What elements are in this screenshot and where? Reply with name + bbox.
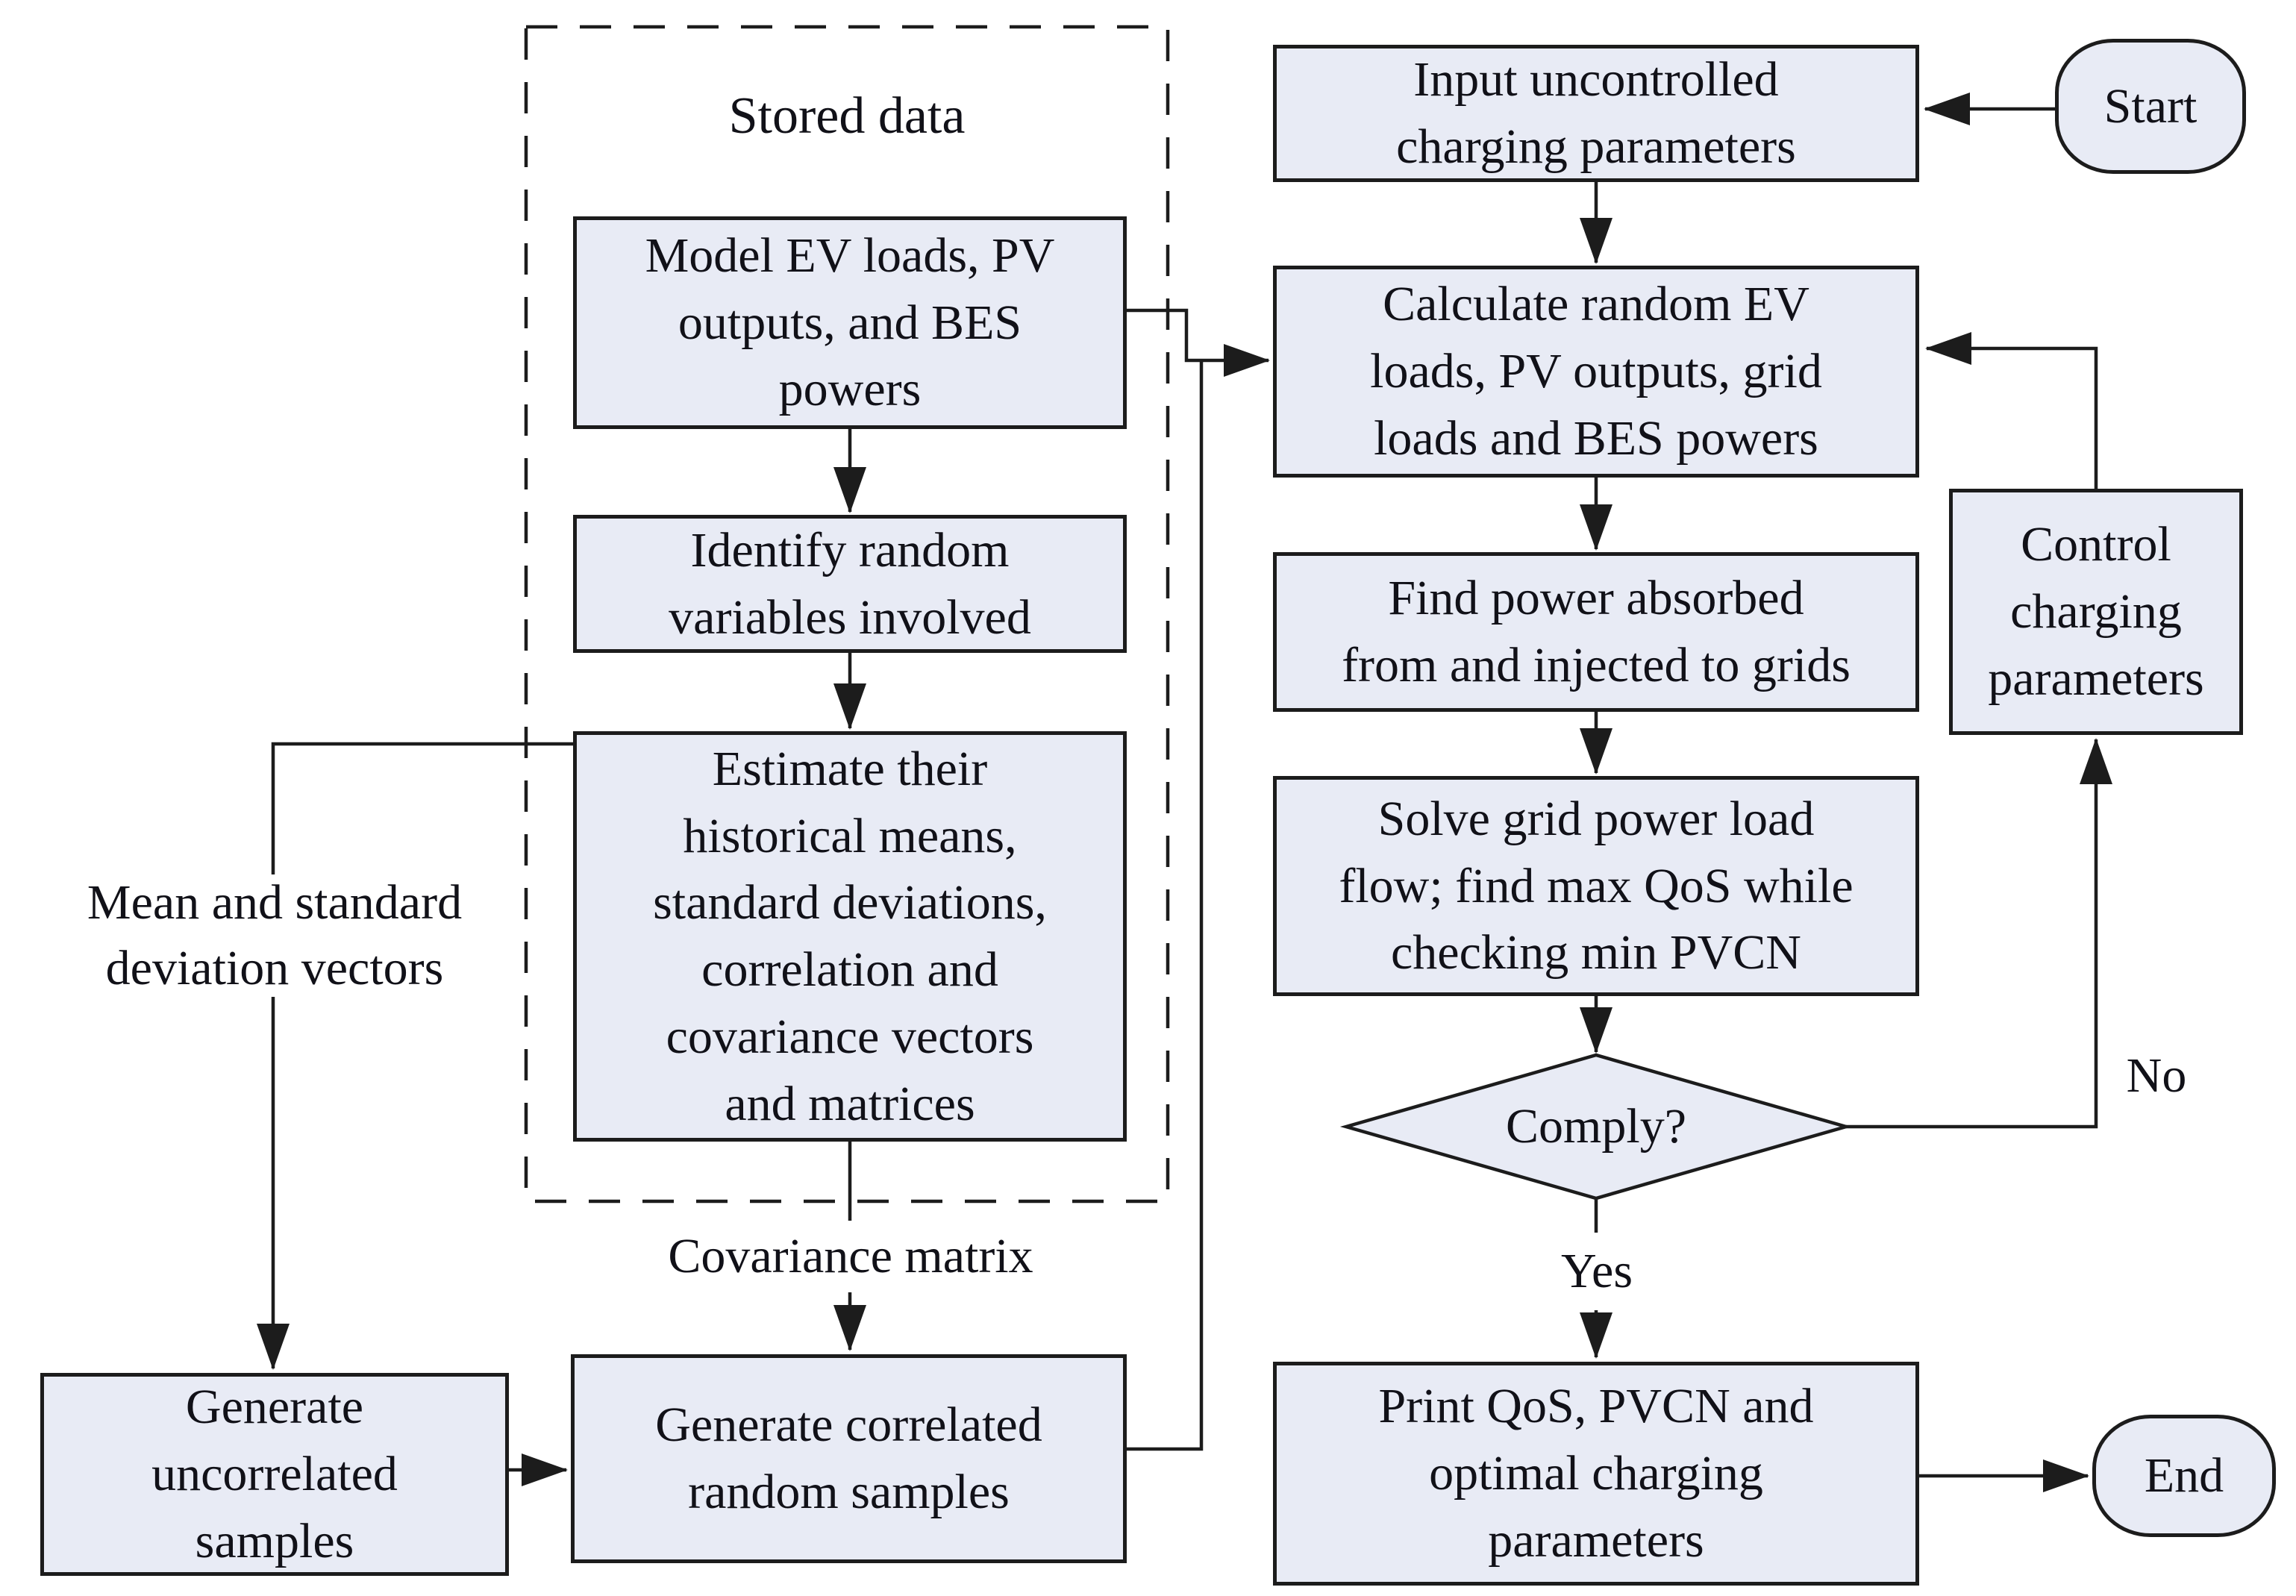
edge-correlated-to-calculate bbox=[1127, 360, 1204, 1451]
node-control-charging-parameters: Control charging parameters bbox=[1949, 489, 2243, 735]
edge-control-to-calculate bbox=[1925, 332, 2098, 489]
node-print-results: Print QoS, PVCN and optimal charging par… bbox=[1273, 1362, 1919, 1586]
node-estimate-statistics: Estimate their historical means, standar… bbox=[573, 731, 1127, 1142]
node-find-power-absorbed: Find power absorbed from and injected to… bbox=[1273, 552, 1919, 712]
node-calculate-random-loads: Calculate random EV loads, PV outputs, g… bbox=[1273, 266, 1919, 478]
edge-comply-no-to-control bbox=[1846, 738, 2112, 1129]
comply-diamond-shape bbox=[1339, 1053, 1853, 1201]
edge-label-mean-std-vectors: Mean and standard deviation vectors bbox=[43, 874, 506, 997]
node-model-ev-loads: Model EV loads, PV outputs, and BES powe… bbox=[573, 216, 1127, 429]
node-generate-uncorrelated-samples: Generate uncorrelated samples bbox=[40, 1373, 509, 1576]
node-solve-grid-power-flow: Solve grid power load flow; find max QoS… bbox=[1273, 776, 1919, 996]
edge-label-yes: Yes bbox=[1522, 1233, 1671, 1310]
node-end-terminal: End bbox=[2092, 1415, 2276, 1537]
node-input-uncontrolled-parameters: Input uncontrolled charging parameters bbox=[1273, 45, 1919, 182]
node-identify-random-variables: Identify random variables involved bbox=[573, 515, 1127, 653]
edge-model-to-calculate bbox=[1127, 308, 1270, 377]
node-generate-correlated-samples: Generate correlated random samples bbox=[571, 1354, 1127, 1563]
node-comply-decision-label: Comply? bbox=[1506, 1098, 1686, 1154]
stored-data-group-title: Stored data bbox=[728, 87, 966, 145]
node-start-terminal: Start bbox=[2055, 39, 2246, 174]
edge-estimate-to-uncorrelated bbox=[257, 742, 573, 1370]
edge-label-covariance-matrix: Covariance matrix bbox=[631, 1221, 1071, 1292]
edge-label-no: No bbox=[2126, 1048, 2187, 1103]
